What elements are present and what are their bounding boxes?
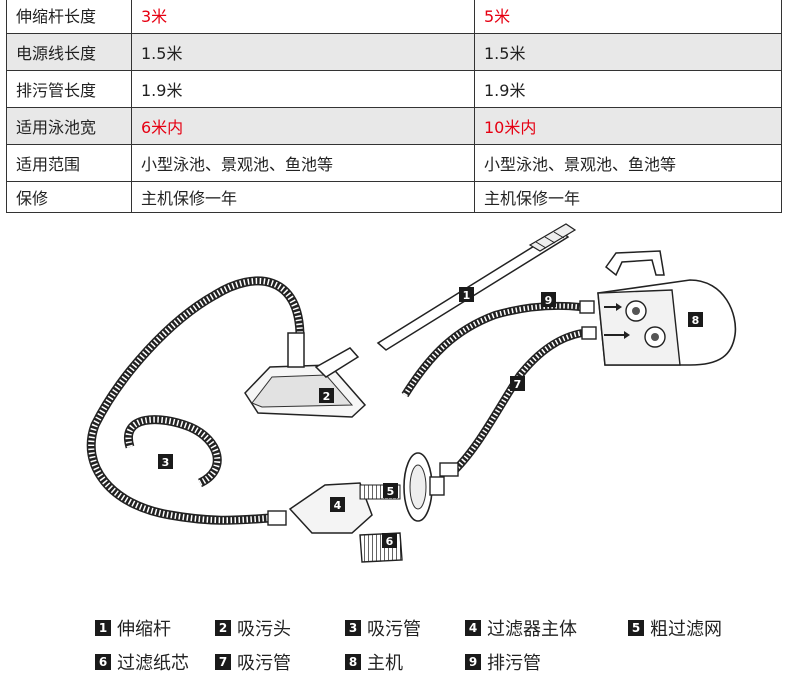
spec-row-warranty: 保修 主机保修一年 主机保修一年	[6, 181, 782, 213]
legend-item-pole: 1 伸缩杆	[95, 615, 215, 641]
callout-1: 1	[459, 287, 474, 302]
svg-text:7: 7	[514, 378, 522, 391]
spec-label: 电源线长度	[6, 33, 132, 71]
spec-label: 适用范围	[6, 144, 132, 182]
spec-value-a: 1.5米	[131, 33, 475, 71]
legend-number-badge: 1	[95, 620, 111, 636]
spec-value-b: 1.9米	[474, 70, 782, 108]
parts-diagram: 1 2 3 4 5 6 7 8	[86, 223, 737, 563]
spec-row-application: 适用范围 小型泳池、景观池、鱼池等 小型泳池、景观池、鱼池等	[6, 144, 782, 182]
suction-hose-3	[86, 276, 305, 525]
legend-label: 吸污头	[237, 619, 291, 640]
spec-table: 伸缩杆长度 3米 5米 电源线长度 1.5米 1.5米 排污管长度 1.9米 1…	[6, 0, 782, 213]
spec-label: 保修	[6, 181, 132, 213]
spec-value-b: 1.5米	[474, 33, 782, 71]
svg-text:3: 3	[162, 456, 170, 469]
svg-text:1: 1	[463, 289, 471, 302]
spec-value-b: 5米	[474, 0, 782, 34]
spec-label: 排污管长度	[6, 70, 132, 108]
parts-legend: 1 伸缩杆 2 吸污头 3 吸污管 4 过滤器主体 5 粗过滤网 6 过滤纸芯 …	[95, 615, 785, 675]
legend-label: 吸污管	[237, 653, 291, 674]
spec-row-pool-width: 适用泳池宽 6米内 10米内	[6, 107, 782, 145]
callout-5: 5	[383, 483, 398, 498]
legend-number-badge: 4	[465, 620, 481, 636]
callout-7: 7	[510, 376, 525, 391]
svg-text:9: 9	[545, 294, 553, 307]
legend-item-suction-hose-7: 7 吸污管	[215, 649, 345, 675]
spec-label: 伸缩杆长度	[6, 0, 132, 34]
legend-label: 粗过滤网	[650, 619, 722, 640]
legend-number-badge: 7	[215, 654, 231, 670]
svg-text:4: 4	[334, 499, 342, 512]
telescopic-pole	[376, 223, 577, 351]
spec-value-a: 3米	[131, 0, 475, 34]
spec-value-b: 小型泳池、景观池、鱼池等	[474, 144, 782, 182]
legend-label: 主机	[367, 653, 403, 674]
spec-row-cord-length: 电源线长度 1.5米 1.5米	[6, 33, 782, 71]
legend-label: 伸缩杆	[117, 619, 171, 640]
spec-value-a: 主机保修一年	[131, 181, 475, 213]
callout-4: 4	[330, 497, 345, 512]
filter-assembly	[267, 452, 445, 534]
main-unit	[597, 250, 737, 366]
legend-item-coarse-filter: 5 粗过滤网	[628, 615, 778, 641]
legend-number-badge: 9	[465, 654, 481, 670]
legend-item-filter-cartridge: 6 过滤纸芯	[95, 649, 215, 675]
callout-6: 6	[382, 533, 397, 548]
legend-label: 排污管	[487, 653, 541, 674]
callout-3: 3	[158, 454, 173, 469]
svg-text:2: 2	[323, 390, 331, 403]
legend-item-vacuum-head: 2 吸污头	[215, 615, 345, 641]
callout-8: 8	[688, 312, 703, 327]
spec-value-b: 主机保修一年	[474, 181, 782, 213]
legend-item-drain-hose: 9 排污管	[465, 649, 628, 675]
spec-value-a: 1.9米	[131, 70, 475, 108]
legend-number-badge: 2	[215, 620, 231, 636]
legend-item-filter-body: 4 过滤器主体	[465, 615, 628, 641]
vacuum-head	[244, 332, 367, 418]
svg-text:5: 5	[387, 485, 395, 498]
spec-value-a: 小型泳池、景观池、鱼池等	[131, 144, 475, 182]
spec-value-a: 6米内	[131, 107, 475, 145]
legend-number-badge: 5	[628, 620, 644, 636]
legend-label: 吸污管	[367, 619, 421, 640]
legend-item-suction-hose-3: 3 吸污管	[345, 615, 465, 641]
svg-text:6: 6	[386, 535, 394, 548]
spec-value-b: 10米内	[474, 107, 782, 145]
legend-number-badge: 8	[345, 654, 361, 670]
callout-2: 2	[319, 388, 334, 403]
drain-hose-9	[401, 300, 595, 398]
spec-row-drain-hose-length: 排污管长度 1.9米 1.9米	[6, 70, 782, 108]
suction-hose-7	[439, 326, 597, 477]
legend-number-badge: 3	[345, 620, 361, 636]
legend-label: 过滤纸芯	[117, 653, 189, 674]
spec-row-pole-length: 伸缩杆长度 3米 5米	[6, 0, 782, 34]
callout-badges: 1 2 3 4 5 6 7 8	[158, 287, 703, 548]
svg-text:8: 8	[692, 314, 700, 327]
spec-label: 适用泳池宽	[6, 107, 132, 145]
legend-number-badge: 6	[95, 654, 111, 670]
legend-item-main-unit: 8 主机	[345, 649, 465, 675]
legend-label: 过滤器主体	[487, 619, 577, 640]
callout-9: 9	[541, 292, 556, 307]
